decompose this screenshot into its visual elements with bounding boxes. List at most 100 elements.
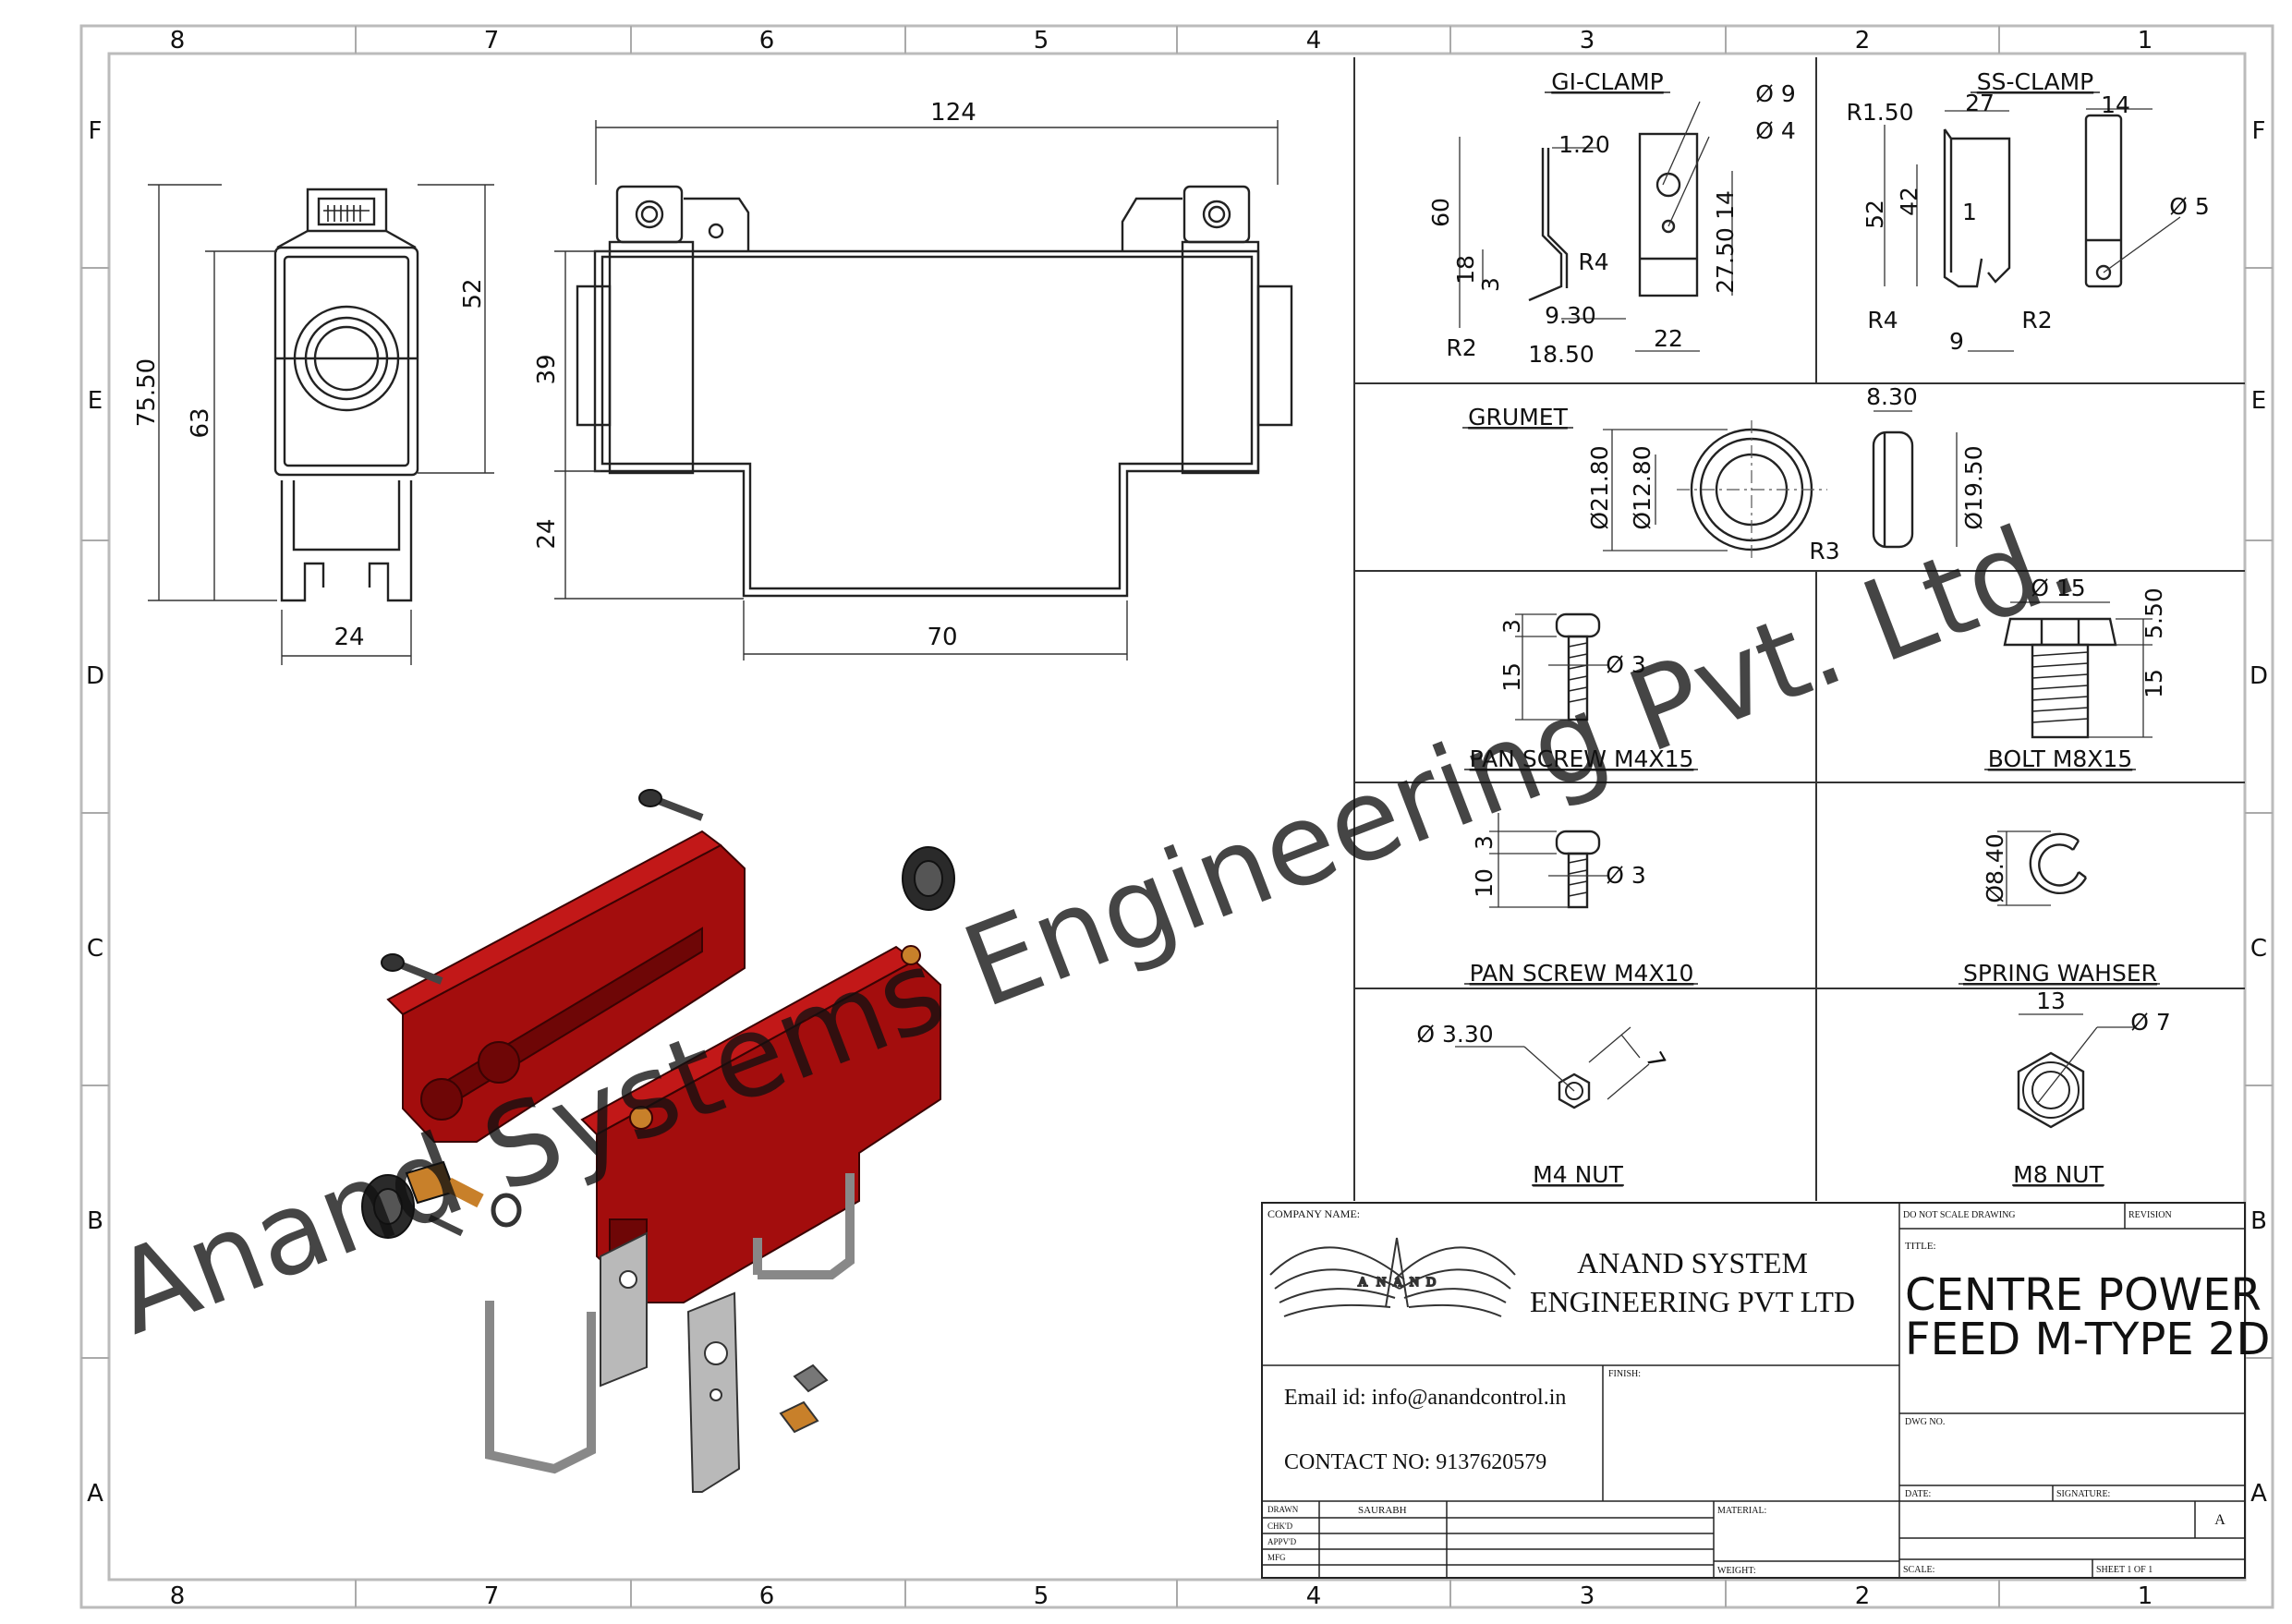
zone-row-d-right: D [2250, 662, 2268, 690]
zone-col-1-bottom: 1 [2138, 1582, 2153, 1610]
ss-clamp-title: SS-CLAMP [1977, 68, 2093, 95]
zone-labels: 8 7 6 5 4 3 2 1 8 7 6 5 4 3 2 1 F E D C … [86, 27, 2268, 1610]
weight-label: WEIGHT: [1717, 1566, 1756, 1576]
zone-col-2-top: 2 [1855, 27, 1871, 55]
side-view: 124 39 24 70 [533, 99, 1293, 661]
revision-label: REVISION [2128, 1210, 2172, 1220]
zone-col-1-top: 1 [2138, 27, 2153, 55]
m8-nut-title: M8 NUT [2013, 1161, 2104, 1188]
mfg-label: MFG [1267, 1553, 1286, 1562]
pan-screw-m4x15-title: PAN SCREW M4X15 [1470, 745, 1694, 772]
zone-row-f-right: F [2252, 117, 2266, 145]
m4-nut-dim-7: 7 [1641, 1048, 1671, 1073]
zone-col-6-bottom: 6 [759, 1582, 775, 1610]
m4-nut-dim-d3-30: Ø 3.30 [1416, 1021, 1493, 1048]
zone-row-b-left: B [87, 1207, 103, 1235]
m4x15-dim-15: 15 [1498, 662, 1525, 692]
zone-row-f-left: F [89, 117, 103, 145]
zone-col-5-bottom: 5 [1034, 1582, 1049, 1610]
dwg-no-label: DWG NO. [1905, 1417, 1945, 1427]
gi-dim-18-50: 18.50 [1528, 341, 1595, 368]
gi-dim-18: 18 [1452, 255, 1479, 285]
gi-dim-60: 60 [1427, 198, 1454, 227]
drawing-title-line-2: FEED M-TYPE 2D [1905, 1314, 2270, 1365]
m4x10-dim-3: 3 [1471, 835, 1498, 850]
gi-dim-14: 14 [1712, 190, 1739, 220]
m4x10-dim-d3: Ø 3 [1606, 862, 1646, 889]
logo-letter-n2: N [1410, 1276, 1419, 1290]
logo-letter-d: D [1426, 1276, 1436, 1290]
logo-letter-a2: A [1393, 1276, 1403, 1290]
logo-letter-n1: N [1376, 1276, 1386, 1290]
front-dim-63: 63 [187, 407, 214, 438]
front-dim-75-50: 75.50 [133, 358, 161, 427]
gi-clamp-title: GI-CLAMP [1551, 68, 1663, 95]
side-dim-70: 70 [927, 624, 957, 651]
spring-washer-detail: Ø8.40 SPRING WAHSER [1959, 830, 2160, 987]
finish-label: FINISH: [1608, 1369, 1641, 1379]
detail-grid [1353, 57, 2245, 1201]
zone-row-a-right: A [2250, 1480, 2267, 1508]
gi-dim-1-20: 1.20 [1558, 131, 1610, 158]
zone-row-c-left: C [87, 935, 103, 963]
zone-col-8-top: 8 [170, 27, 186, 55]
checked-label: CHK'D [1267, 1521, 1293, 1531]
m4x15-dim-d3: Ø 3 [1606, 651, 1646, 678]
zone-row-e-right: E [2251, 387, 2266, 415]
signature-label: SIGNATURE: [2056, 1489, 2110, 1499]
gi-dim-d9: Ø 9 [1755, 80, 1796, 107]
m4-nut-title: M4 NUT [1533, 1161, 1623, 1188]
ss-dim-1: 1 [1962, 199, 1977, 225]
ss-clamp-detail: SS-CLAMP R1.50 27 14 Ø 5 52 42 1 R4 R2 9 [1846, 68, 2209, 355]
grumet-dim-d21-80: Ø21.80 [1586, 445, 1613, 529]
drawn-label: DRAWN [1267, 1505, 1299, 1514]
sheet-size: A [2214, 1512, 2225, 1528]
gi-dim-d4: Ø 4 [1755, 117, 1796, 144]
ss-dim-27: 27 [1965, 90, 1995, 116]
zone-col-6-top: 6 [759, 27, 775, 55]
washer-dim-d8-40: Ø8.40 [1982, 833, 2008, 903]
front-view: 52 75.50 63 24 [133, 184, 494, 665]
material-label: MATERIAL: [1717, 1506, 1766, 1516]
ss-dim-r1-50: R1.50 [1846, 99, 1913, 126]
company-name-label: COMPANY NAME: [1267, 1207, 1360, 1220]
company-email: Email id: info@anandcontrol.in [1284, 1386, 1566, 1410]
grumet-dim-d19-50: Ø19.50 [1960, 445, 1987, 529]
grumet-dim-d12-80: Ø12.80 [1629, 445, 1655, 529]
zone-row-d-left: D [86, 662, 104, 690]
drawing-title-line-1: CENTRE POWER [1905, 1269, 2262, 1321]
bolt-m8x15-detail: Ø 15 5.50 15 BOLT M8X15 [1984, 575, 2167, 772]
date-label: DATE: [1905, 1489, 1931, 1499]
grumet-title: GRUMET [1468, 404, 1568, 430]
zone-row-e-left: E [88, 387, 103, 415]
pan-screw-m4x10-detail: 3 10 Ø 3 PAN SCREW M4X10 [1464, 813, 1698, 987]
side-dim-24: 24 [533, 518, 561, 549]
pan-screw-m4x10-title: PAN SCREW M4X10 [1470, 960, 1694, 987]
grumet-dim-8-30: 8.30 [1866, 383, 1918, 410]
gi-dim-9-30: 9.30 [1545, 302, 1596, 329]
clamps [485, 1173, 855, 1493]
grumet-detail: GRUMET Ø21.80 Ø12.80 8.30 Ø19.50 R3 [1462, 383, 1987, 564]
zone-col-2-bottom: 2 [1855, 1582, 1871, 1610]
m4x10-dim-10: 10 [1471, 868, 1498, 898]
pan-screw-m4x15-detail: 3 15 Ø 3 PAN SCREW M4X15 [1464, 612, 1698, 772]
gi-dim-r4: R4 [1578, 248, 1608, 275]
grommets [361, 846, 955, 1239]
zone-row-c-right: C [2250, 935, 2267, 963]
ss-dim-52: 52 [1861, 200, 1888, 229]
zone-col-5-top: 5 [1034, 27, 1049, 55]
bolt-dim-d15: Ø 15 [2031, 575, 2085, 601]
grumet-dim-r3: R3 [1809, 538, 1839, 564]
zone-col-7-bottom: 7 [484, 1582, 500, 1610]
ss-dim-r4: R4 [1867, 307, 1898, 333]
zone-row-a-left: A [87, 1480, 103, 1508]
m8-nut-dim-13: 13 [2036, 988, 2066, 1014]
housing-top-part [386, 830, 746, 1143]
ss-dim-d5: Ø 5 [2169, 193, 2210, 220]
m4-nut-detail: Ø 3.30 7 M4 NUT [1416, 1021, 1671, 1188]
screws [381, 789, 704, 1237]
title-block: COMPANY NAME: A N A N D ANAND SYSTEM ENG… [1261, 1202, 2270, 1579]
gi-dim-22: 22 [1654, 325, 1683, 352]
